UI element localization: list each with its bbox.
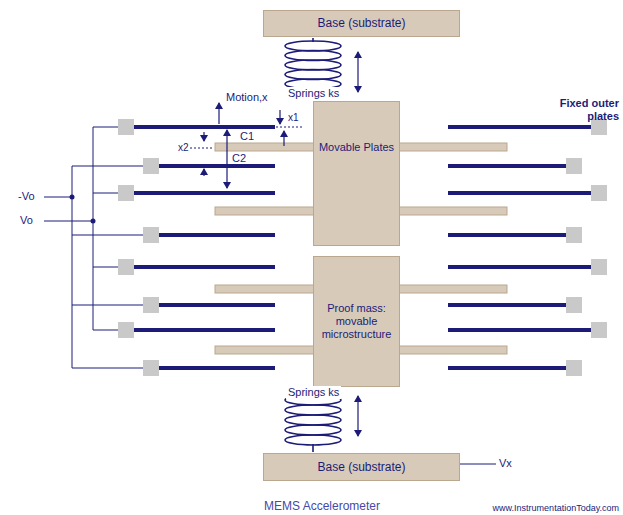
spring-coil	[285, 405, 341, 415]
plates-label: Fixed outer plates	[557, 97, 619, 122]
signal-name: Vx	[499, 457, 512, 470]
capacitance-label: C2	[232, 152, 246, 165]
spring-coil	[285, 60, 341, 70]
spring-end	[312, 38, 314, 42]
caption: MEMS Accelerometer	[264, 500, 380, 514]
spring-coil	[285, 415, 341, 425]
node-text: Base (substrate)	[313, 14, 409, 32]
spring-coil	[285, 41, 341, 51]
displacement-label: x1	[288, 112, 299, 124]
watermark: www.InstrumentationToday.com	[493, 503, 619, 513]
node-text: Base (substrate)	[313, 458, 409, 476]
wiring	[44, 127, 496, 464]
spring-end	[312, 444, 314, 452]
capacitance-label: C1	[240, 130, 254, 143]
signal-name: Vo	[20, 214, 33, 227]
reference-line	[268, 127, 302, 128]
spring-coil	[285, 425, 341, 435]
spring-label: Springs ks	[286, 87, 341, 100]
proof-mass-block: Proof mass: movable microstructure	[313, 256, 400, 387]
spring-coil	[285, 435, 341, 445]
spring-coil	[285, 70, 341, 80]
reference-line	[190, 148, 214, 149]
spring-coil	[285, 51, 341, 61]
axis-label: Motion,x	[226, 91, 268, 104]
substrate-base: Base (substrate)	[263, 453, 460, 481]
displacement-label: x2	[178, 142, 189, 154]
signal-name: -Vo	[18, 190, 35, 203]
node-text: Movable Plates	[315, 139, 398, 156]
node-text: Proof mass: movable microstructure	[314, 300, 399, 344]
spring-label: Springs ks	[286, 386, 341, 399]
substrate-base: Base (substrate)	[263, 10, 460, 37]
proof-mass-block: Movable Plates	[313, 101, 400, 246]
